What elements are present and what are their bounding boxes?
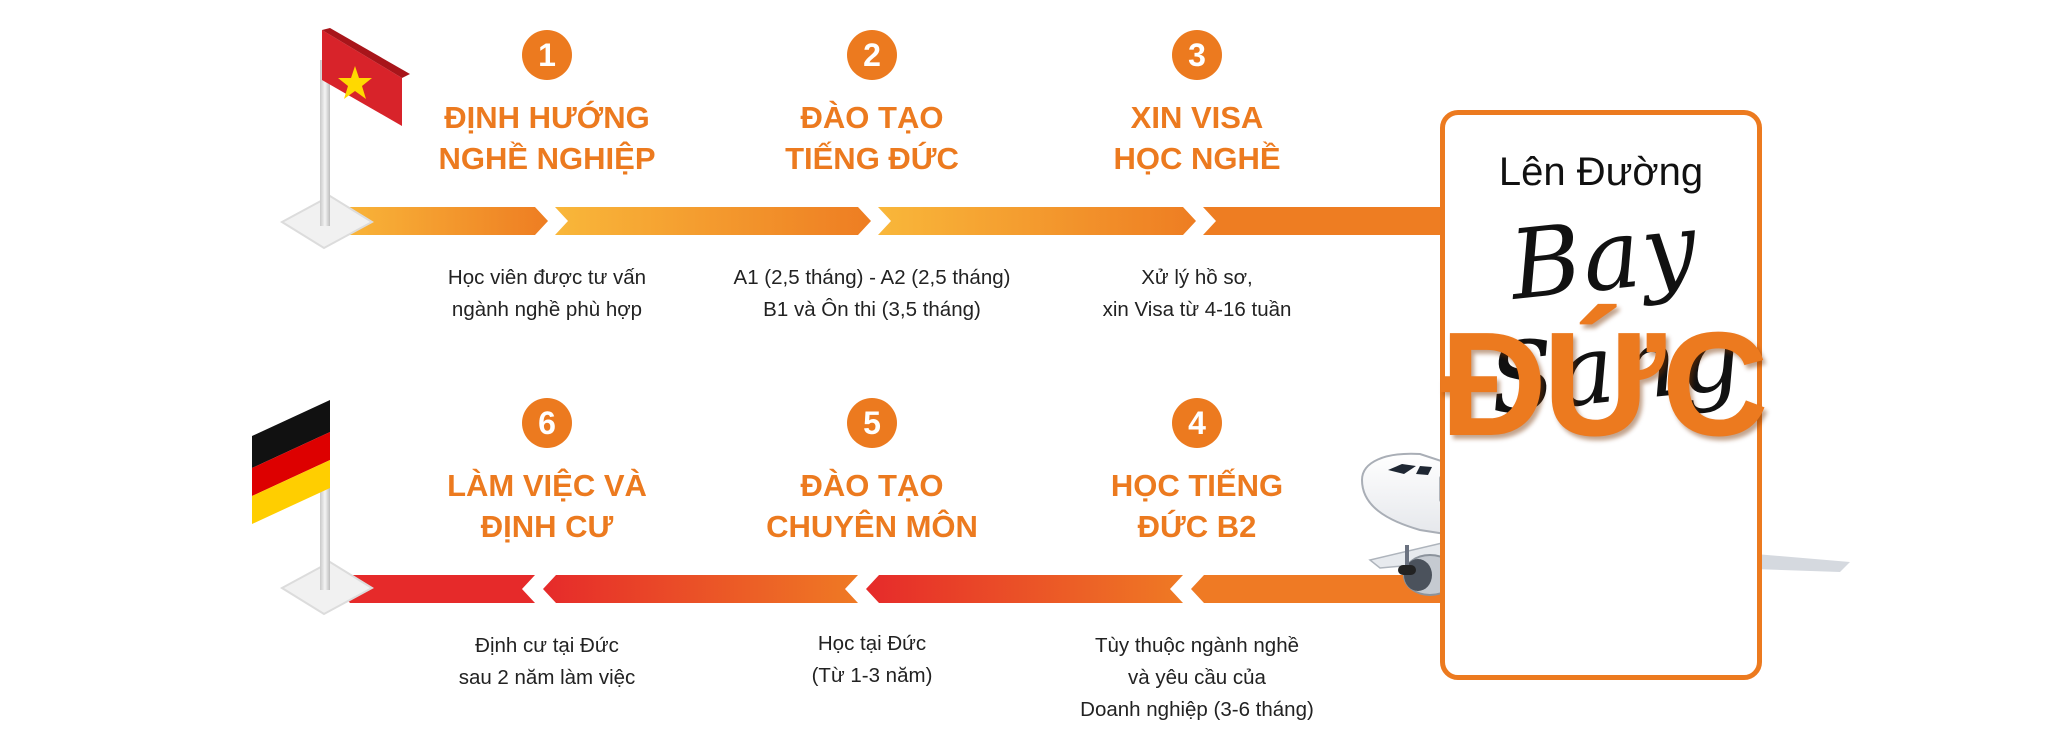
- bottom-arrow-segment-4: [1191, 575, 1450, 603]
- step-6-badge: 6: [522, 398, 572, 448]
- step-5-desc-line-2: (Từ 1-3 năm): [811, 664, 933, 687]
- step-6-desc-line-2: sau 2 năm làm việc: [458, 666, 636, 689]
- top-arrow-segment-3: [878, 207, 1196, 235]
- step-4-desc-line-2: và yêu cầu của: [1128, 666, 1266, 689]
- step-2-title-line-2: TIẾNG ĐỨC: [785, 141, 959, 176]
- step-5-title-line-2: CHUYÊN MÔN: [766, 509, 978, 544]
- step-4-desc-line-3: Doanh nghiệp (3-6 tháng): [1080, 698, 1314, 721]
- step-3-title-line-2: HỌC NGHỀ: [1113, 141, 1281, 176]
- step-2-badge: 2: [847, 30, 897, 80]
- step-5-desc-line-1: Học tại Đức: [817, 632, 927, 655]
- step-1-title-line-1: ĐỊNH HƯỚNG: [444, 100, 650, 135]
- step-1-desc-line-1: Học viên được tư vấn: [447, 266, 647, 289]
- top-arrow-band: [338, 207, 1450, 235]
- top-arrow-segment-1: [338, 207, 548, 235]
- step-4-title-line-2: ĐỨC B2: [1137, 509, 1257, 544]
- bottom-arrow-segment-3: [866, 575, 1183, 603]
- step-6-title-line-1: LÀM VIỆC VÀ: [447, 468, 647, 503]
- step-1-title-line-2: NGHỀ NGHIỆP: [438, 141, 656, 176]
- germany-flag-icon: [252, 400, 374, 616]
- step-3-badge: 3: [1172, 30, 1222, 80]
- step-2-title-line-1: ĐÀO TẠO: [800, 100, 944, 135]
- step-6-title: LÀM VIỆC VÀ ĐỊNH CƯ: [377, 465, 717, 547]
- step-1-desc-line-2: ngành nghề phù hợp: [451, 298, 643, 321]
- step-2-desc-line-2: B1 và Ôn thi (3,5 tháng): [763, 298, 981, 321]
- step-2-title: ĐÀO TẠO TIẾNG ĐỨC: [702, 97, 1042, 179]
- step-6-description: Định cư tại Đức sau 2 năm làm việc: [377, 630, 717, 694]
- step-4-badge: 4: [1172, 398, 1222, 448]
- step-5-title-line-1: ĐÀO TẠO: [800, 468, 944, 503]
- card-heading: Lên Đường: [1498, 150, 1704, 194]
- step-4-description: Tùy thuộc ngành nghề và yêu cầu của Doan…: [1027, 630, 1367, 726]
- step-5-description: Học tại Đức (Từ 1-3 năm): [702, 628, 1042, 692]
- step-3-description: Xử lý hồ sơ, xin Visa từ 4-16 tuần: [1027, 262, 1367, 326]
- step-2-desc-line-1: A1 (2,5 tháng) - A2 (2,5 tháng): [733, 266, 1011, 289]
- top-arrow-segment-2: [555, 207, 871, 235]
- step-5-title: ĐÀO TẠO CHUYÊN MÔN: [702, 465, 1042, 547]
- step-3-desc-line-1: Xử lý hồ sơ,: [1141, 266, 1253, 289]
- card-country-text: ĐỨC: [1440, 302, 1769, 467]
- step-4-title: HỌC TIẾNG ĐỨC B2: [1027, 465, 1367, 547]
- step-3-title-line-1: XIN VISA: [1130, 100, 1264, 135]
- step-6-desc-line-1: Định cư tại Đức: [475, 634, 619, 657]
- step-3-desc-line-2: xin Visa từ 4-16 tuần: [1102, 298, 1292, 321]
- step-6-title-line-2: ĐỊNH CƯ: [480, 509, 614, 544]
- step-2-description: A1 (2,5 tháng) - A2 (2,5 tháng) B1 và Ôn…: [702, 262, 1042, 326]
- step-1-description: Học viên được tư vấn ngành nghề phù hợp: [377, 262, 717, 326]
- top-arrow-segment-4: [1203, 207, 1450, 235]
- step-5-badge: 5: [847, 398, 897, 448]
- destination-card: [1440, 110, 1762, 680]
- step-3-title: XIN VISA HỌC NGHỀ: [1027, 97, 1367, 179]
- step-1-badge: 1: [522, 30, 572, 80]
- bottom-arrow-band: [337, 575, 1450, 603]
- step-1-title: ĐỊNH HƯỚNG NGHỀ NGHIỆP: [377, 97, 717, 179]
- step-4-title-line-1: HỌC TIẾNG: [1110, 468, 1284, 503]
- bottom-arrow-segment-2: [543, 575, 858, 603]
- bottom-arrow-segment-1: [337, 575, 535, 603]
- vietnam-flag-icon: [280, 28, 410, 250]
- step-4-desc-line-1: Tùy thuộc ngành nghề: [1094, 634, 1300, 657]
